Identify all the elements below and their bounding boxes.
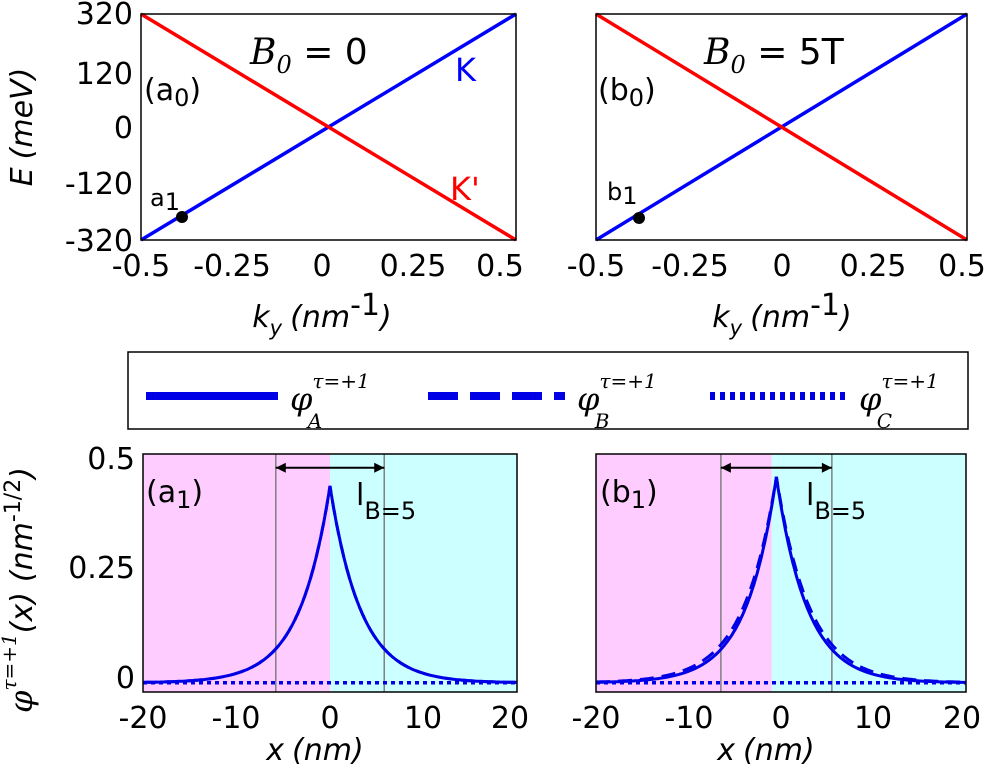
legend-frame: [127, 351, 969, 430]
b0-x-ticks: -0.5 -0.25 0 0.25 0.5: [567, 249, 986, 284]
a0-ytick-m120: -120: [65, 167, 133, 202]
a0-frame: [140, 13, 517, 241]
b0-xtick-0: 0: [772, 249, 791, 284]
b1-curve-phiB: [596, 476, 966, 684]
a0-x-ticks: -0.5 -0.25 0 0.25 0.5: [112, 249, 524, 284]
a1-region-left: [143, 454, 330, 692]
b1-frame: [595, 453, 967, 693]
b1-xtick-20: 20: [943, 701, 981, 736]
a1-ytick-0: 0: [116, 661, 135, 696]
a0-xtick-m0.25: -0.25: [193, 249, 271, 284]
a1-regions: [143, 454, 517, 692]
a0-title: B0 = 0: [249, 32, 368, 79]
a0-legend-K: K: [455, 51, 477, 89]
panel-b0: b1 (b0) B0 = 5T -0.5 -0.25 0 0.25 0.5 ky…: [567, 12, 986, 340]
a0-xtick-0: 0: [312, 249, 331, 284]
b1-series-group: [596, 476, 966, 685]
a0-xtick-0.5: 0.5: [476, 249, 524, 284]
b0-frame: [595, 13, 968, 241]
panel-a1: lB=5 (a1) 0.5 0.25 0 -20 -10 0 10 20 x(n…: [0, 442, 529, 768]
a1-frame: [142, 453, 518, 693]
a0-legend-Kprime: K': [450, 170, 480, 208]
a1-xtick-m10: -10: [212, 701, 261, 736]
a0-ylabel: E(meV): [5, 68, 40, 187]
a1-arrow-head-left: [275, 462, 286, 473]
a1-ytick-0.25: 0.25: [68, 551, 135, 586]
b1-arrow-head-left: [720, 462, 731, 473]
b1-xtick-0: 0: [771, 701, 790, 736]
b1-arrow-head-right: [821, 462, 832, 473]
a1-ylabel: φτ=+1(x)(nm-1/2): [0, 467, 40, 713]
b0-point-label: b1: [607, 178, 638, 210]
a1-xlabel: x(nm): [265, 733, 363, 768]
a1-ytick-0.5: 0.5: [87, 442, 135, 477]
panel-b1: lB=5 (b1) -20 -10 0 10 20 x(nm): [572, 453, 982, 768]
b0-panel-label: (b0): [598, 73, 656, 112]
a0-panel-label: (a0): [144, 73, 201, 112]
panel-a0: a1 (a0) B0 = 0 K K' 320 120 0 -120 -320 …: [5, 0, 524, 340]
a0-point-a1: [176, 211, 188, 223]
b1-guides: [720, 454, 833, 692]
a1-panel-label: (a1): [146, 475, 203, 514]
a1-x-ticks: -20 -10 0 10 20: [119, 701, 530, 736]
a1-xtick-10: 10: [404, 701, 442, 736]
a0-point-label: a1: [150, 184, 180, 216]
a1-xtick-20: 20: [491, 701, 529, 736]
b0-title: B0 = 5T: [703, 32, 845, 79]
a1-region-right: [330, 454, 517, 692]
b1-regions: [596, 454, 966, 692]
a1-arrow-head-right: [374, 462, 385, 473]
b0-line-Kprime: [595, 12, 968, 242]
b0-xtick-0.25: 0.25: [840, 249, 907, 284]
a0-line-Kprime: [140, 12, 517, 242]
a1-xtick-0: 0: [320, 701, 339, 736]
b1-xlabel: x(nm): [716, 733, 814, 768]
a1-length-arrow: [275, 462, 385, 473]
b1-length-label: lB=5: [806, 478, 866, 525]
b0-xlabel: ky(nm-1): [712, 288, 851, 340]
a0-series-group: [140, 12, 517, 242]
b1-x-ticks: -20 -10 0 10 20: [572, 701, 982, 736]
a1-series-group: [143, 485, 517, 685]
b0-xtick-m0.25: -0.25: [651, 249, 729, 284]
a1-guides: [275, 454, 385, 692]
b1-region-right: [771, 454, 966, 692]
b0-xtick-0.5: 0.5: [938, 249, 986, 284]
a1-length-label: lB=5: [356, 478, 416, 525]
b1-xtick-10: 10: [854, 701, 892, 736]
a0-ytick-120: 120: [76, 57, 133, 92]
b1-xtick-m20: -20: [572, 701, 621, 736]
a0-ytick-m320: -320: [65, 224, 133, 259]
b1-length-arrow: [720, 462, 832, 473]
a0-xtick-0.25: 0.25: [380, 249, 447, 284]
b0-xtick-m0.5: -0.5: [567, 249, 626, 284]
a0-xlabel: ky(nm-1): [252, 288, 391, 340]
b1-panel-label: (b1): [600, 475, 658, 514]
a0-ytick-320: 320: [76, 0, 133, 32]
b1-region-left: [596, 454, 772, 692]
b0-point-b1: [633, 212, 645, 224]
a0-ytick-0: 0: [114, 111, 133, 146]
a1-y-ticks: 0.5 0.25 0: [68, 442, 135, 696]
a0-y-ticks: 320 120 0 -120 -320: [65, 0, 133, 259]
a1-xtick-m20: -20: [119, 701, 168, 736]
a1-curve-phiB: [143, 485, 517, 684]
b1-xtick-m10: -10: [665, 701, 714, 736]
b0-series-group: [595, 12, 968, 242]
a0-xtick-m0.5: -0.5: [112, 249, 171, 284]
